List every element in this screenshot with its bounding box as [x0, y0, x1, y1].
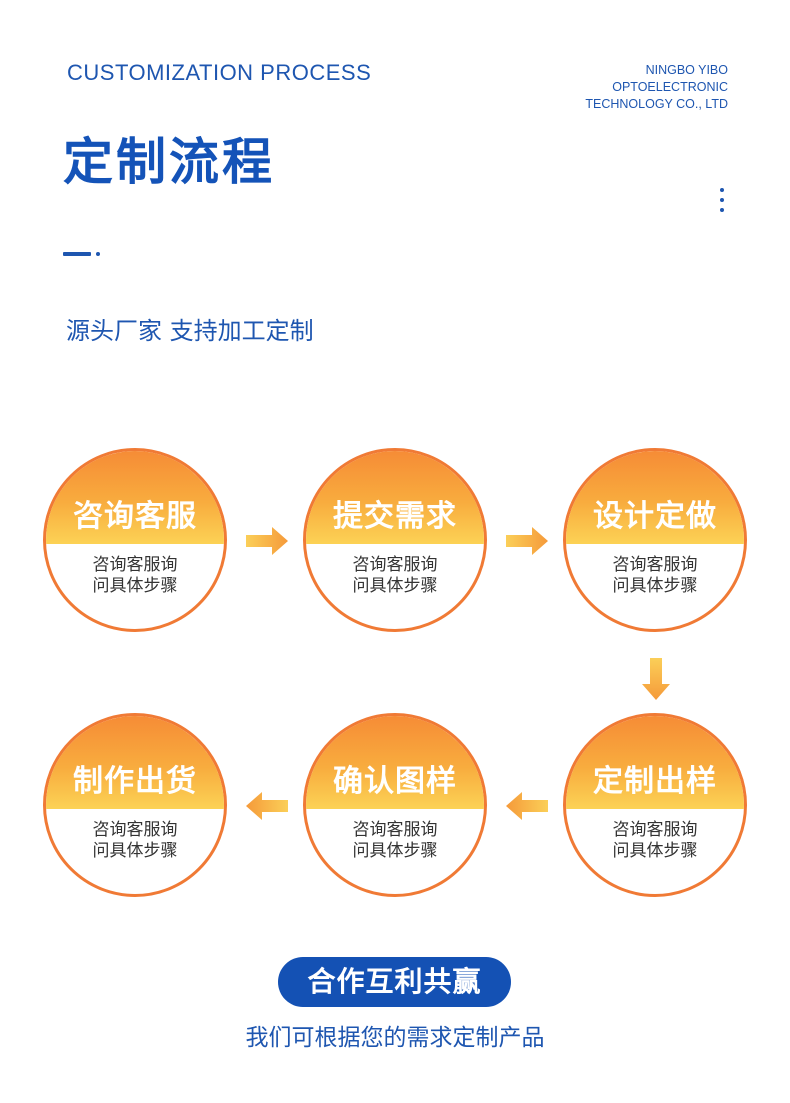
company-line: OPTOELECTRONIC [612, 80, 728, 94]
arrow-left-icon [506, 792, 548, 820]
arrow-right-icon [506, 527, 548, 555]
step-title: 咨询客服 [73, 499, 197, 534]
step-description: 咨询客服询 问具体步骤 [352, 555, 438, 596]
step-title: 定制出样 [593, 764, 717, 799]
step-description: 咨询客服询 问具体步骤 [92, 820, 178, 861]
step-custom-sample: 定制出样 咨询客服询 问具体步骤 [563, 713, 747, 897]
step-description: 咨询客服询 问具体步骤 [612, 555, 698, 596]
company-line: TECHNOLOGY CO., LTD [585, 97, 728, 111]
step-title: 制作出货 [73, 764, 197, 799]
cooperation-badge: 合作互利共赢 [278, 957, 511, 1007]
page-subtitle: 源头厂家 支持加工定制 [66, 317, 314, 345]
accent-divider [63, 252, 103, 257]
step-description: 咨询客服询 问具体步骤 [352, 820, 438, 861]
step-description: 咨询客服询 问具体步骤 [92, 555, 178, 596]
arrow-left-icon [246, 792, 288, 820]
company-name: NINGBO YIBO OPTOELECTRONIC TECHNOLOGY CO… [585, 62, 728, 113]
step-title: 提交需求 [333, 499, 457, 534]
step-description: 咨询客服询 问具体步骤 [612, 820, 698, 861]
vertical-dots-decoration [720, 188, 726, 218]
step-title: 设计定做 [593, 499, 717, 534]
footer-text: 我们可根据您的需求定制产品 [245, 1025, 545, 1051]
step-consult-service: 咨询客服 咨询客服询 问具体步骤 [43, 448, 227, 632]
step-design-custom: 设计定做 咨询客服询 问具体步骤 [563, 448, 747, 632]
english-title: CUSTOMIZATION PROCESS [67, 60, 372, 85]
arrow-down-icon [642, 658, 670, 700]
page-title: 定制流程 [63, 133, 275, 191]
step-title: 确认图样 [333, 764, 457, 799]
step-confirm-drawing: 确认图样 咨询客服询 问具体步骤 [303, 713, 487, 897]
arrow-right-icon [246, 527, 288, 555]
step-submit-request: 提交需求 咨询客服询 问具体步骤 [303, 448, 487, 632]
company-line: NINGBO YIBO [645, 63, 728, 77]
step-production-shipping: 制作出货 咨询客服询 问具体步骤 [43, 713, 227, 897]
